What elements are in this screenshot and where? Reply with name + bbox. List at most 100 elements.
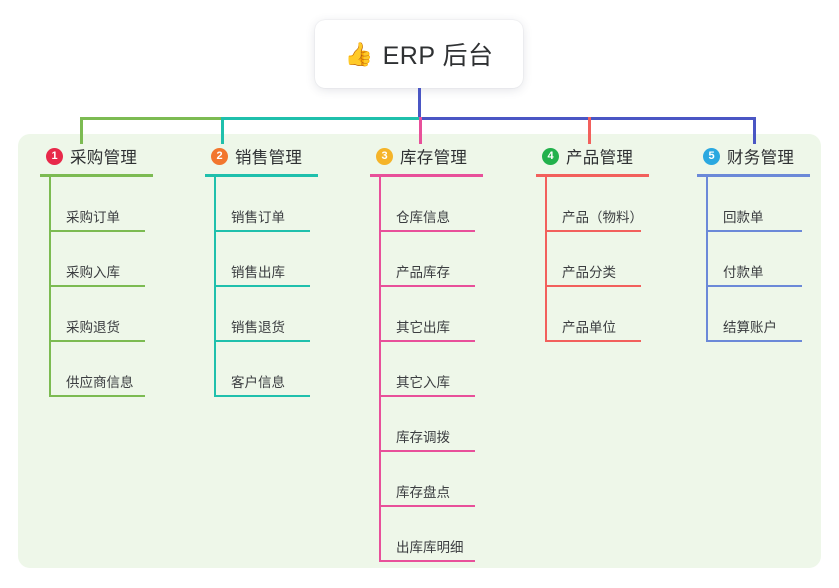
leaf-item-label: 付款单 <box>723 265 764 280</box>
leaf-item-label: 采购订单 <box>66 210 120 225</box>
trunk-segment-green <box>80 117 221 120</box>
leaf-item[interactable]: 回款单 <box>708 177 810 232</box>
branch-number-badge: 2 <box>211 147 228 165</box>
leaf-item-rule <box>381 560 475 562</box>
leaf-item-label: 库存盘点 <box>396 485 450 500</box>
leaf-item-rule <box>51 285 145 287</box>
leaf-item-label: 销售出库 <box>231 265 285 280</box>
leaf-item-rule <box>51 395 145 397</box>
branch-drop-connector-2 <box>221 117 224 144</box>
root-node-title: ERP 后台 <box>382 42 494 70</box>
leaf-item-label: 客户信息 <box>231 375 285 390</box>
branch-header-rule <box>536 174 649 177</box>
trunk-segment-teal <box>221 117 419 120</box>
leaf-item[interactable]: 产品库存 <box>381 232 483 287</box>
leaf-item[interactable]: 仓库信息 <box>381 177 483 232</box>
leaf-item[interactable]: 供应商信息 <box>51 342 153 397</box>
leaf-item-label: 结算账户 <box>723 320 777 335</box>
branch-header-rule <box>40 174 153 177</box>
thumbs-up-icon: 👍 <box>344 40 374 67</box>
leaf-item[interactable]: 其它入库 <box>381 342 483 397</box>
leaf-item-label: 回款单 <box>723 210 764 225</box>
branch-header-1[interactable]: 1 采购管理 <box>40 144 153 168</box>
branch-header-rule <box>370 174 483 177</box>
branch-spine-4: 产品（物料） 产品分类产品单位 <box>545 177 649 342</box>
leaf-item-label: 出库库明细 <box>396 540 464 555</box>
branch-spine-3: 仓库信息产品库存其它出库其它入库库存调拨库存盘点出库库明细 <box>379 177 483 562</box>
branch-title-label: 库存管理 <box>400 149 468 167</box>
leaf-item[interactable]: 采购订单 <box>51 177 153 232</box>
branch-drop-connector-4 <box>588 117 591 144</box>
leaf-item[interactable]: 采购入库 <box>51 232 153 287</box>
branch-number-badge: 4 <box>542 147 559 165</box>
leaf-item-rule <box>51 230 145 232</box>
leaf-item-label: 产品（物料） <box>562 210 643 225</box>
root-node[interactable]: 👍 ERP 后台 <box>315 20 523 88</box>
leaf-item[interactable]: 结算账户 <box>708 287 810 342</box>
leaf-item[interactable]: 销售订单 <box>216 177 318 232</box>
branch-title-label: 采购管理 <box>70 149 138 167</box>
branches-panel <box>18 134 821 568</box>
leaf-item[interactable]: 库存调拨 <box>381 397 483 452</box>
branch-header-2[interactable]: 2 销售管理 <box>205 144 318 168</box>
branch-drop-connector-1 <box>80 117 83 144</box>
leaf-item-rule <box>381 230 475 232</box>
leaf-item-rule <box>381 395 475 397</box>
branch-number-badge: 1 <box>46 147 63 165</box>
leaf-item-rule <box>708 230 802 232</box>
branch-drop-connector-3 <box>419 117 422 144</box>
trunk-segment-blue <box>419 117 755 120</box>
branch-header-4[interactable]: 4 产品管理 <box>536 144 649 168</box>
leaf-item-rule <box>547 285 641 287</box>
leaf-item-rule <box>381 285 475 287</box>
leaf-item[interactable]: 付款单 <box>708 232 810 287</box>
leaf-item[interactable]: 客户信息 <box>216 342 318 397</box>
leaf-item-rule <box>381 450 475 452</box>
leaf-item[interactable]: 出库库明细 <box>381 507 483 562</box>
branch-column-1: 1 采购管理采购订单采购入库采购退货供应商信息 <box>40 144 153 397</box>
branch-number-badge: 5 <box>703 147 720 165</box>
branch-spine-1: 采购订单采购入库采购退货供应商信息 <box>49 177 153 397</box>
leaf-item[interactable]: 销售退货 <box>216 287 318 342</box>
leaf-item[interactable]: 产品（物料） <box>547 177 649 232</box>
root-stem-connector <box>418 88 421 118</box>
leaf-item-rule <box>708 340 802 342</box>
leaf-item-label: 供应商信息 <box>66 375 134 390</box>
branch-column-4: 4 产品管理产品（物料） 产品分类产品单位 <box>536 144 649 342</box>
branch-spine-5: 回款单付款单结算账户 <box>706 177 810 342</box>
branch-drop-connector-5 <box>753 117 756 144</box>
leaf-item-label: 产品单位 <box>562 320 616 335</box>
leaf-item-rule <box>547 340 641 342</box>
branch-header-rule <box>205 174 318 177</box>
leaf-item-label: 产品分类 <box>562 265 616 280</box>
leaf-item-rule <box>708 285 802 287</box>
leaf-item[interactable]: 采购退货 <box>51 287 153 342</box>
branch-title-label: 销售管理 <box>235 149 303 167</box>
leaf-item[interactable]: 产品单位 <box>547 287 649 342</box>
leaf-item-rule <box>216 230 310 232</box>
leaf-item-rule <box>547 230 641 232</box>
leaf-item-label: 销售订单 <box>231 210 285 225</box>
leaf-item[interactable]: 其它出库 <box>381 287 483 342</box>
branch-title-label: 产品管理 <box>566 149 634 167</box>
leaf-item-rule <box>216 285 310 287</box>
leaf-item[interactable]: 销售出库 <box>216 232 318 287</box>
leaf-item-rule <box>381 505 475 507</box>
leaf-item-rule <box>381 340 475 342</box>
leaf-item-label: 采购入库 <box>66 265 120 280</box>
leaf-item-label: 产品库存 <box>396 265 450 280</box>
root-node-label: 👍 ERP 后台 <box>344 36 493 72</box>
branch-header-rule <box>697 174 810 177</box>
leaf-item-rule <box>51 340 145 342</box>
branch-column-2: 2 销售管理销售订单销售出库销售退货客户信息 <box>205 144 318 397</box>
branch-spine-2: 销售订单销售出库销售退货客户信息 <box>214 177 318 397</box>
leaf-item-label: 库存调拨 <box>396 430 450 445</box>
leaf-item-label: 其它入库 <box>396 375 450 390</box>
leaf-item[interactable]: 产品分类 <box>547 232 649 287</box>
leaf-item-label: 其它出库 <box>396 320 450 335</box>
leaf-item[interactable]: 库存盘点 <box>381 452 483 507</box>
